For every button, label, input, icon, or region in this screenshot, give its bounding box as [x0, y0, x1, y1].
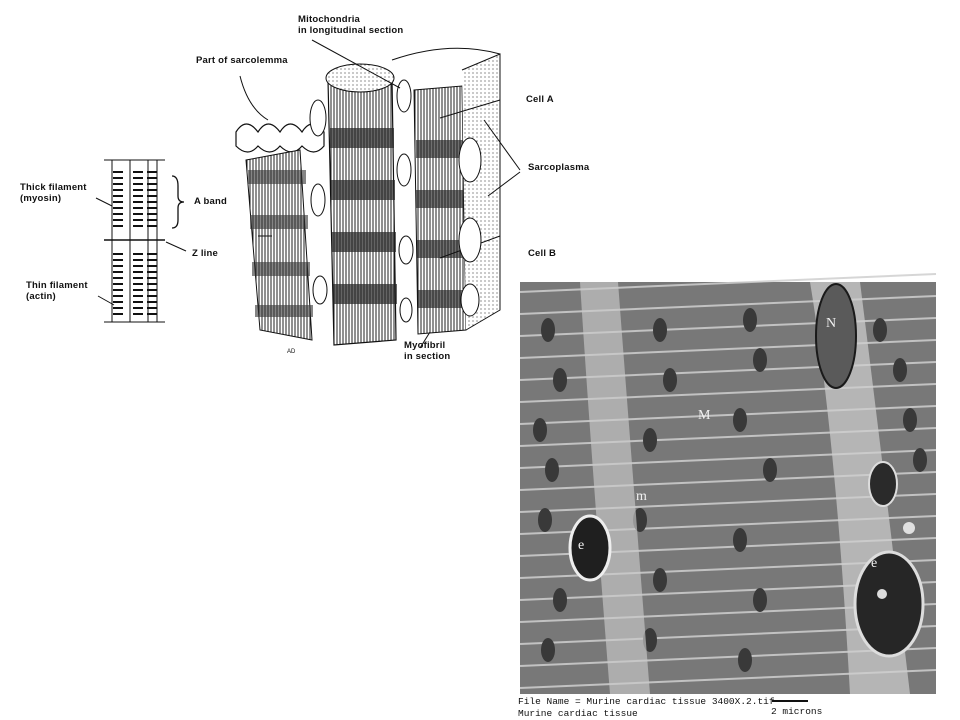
- label-cell-a: Cell A: [526, 94, 554, 105]
- label-z-line: Z line: [192, 248, 219, 259]
- label-cell-b: Cell B: [528, 248, 557, 259]
- label-thick-filament: Thick filament (myosin): [20, 182, 87, 204]
- label-myofibril-m: M: [698, 408, 711, 423]
- thick-filaments: [113, 171, 157, 227]
- myofibril-block: [235, 39, 521, 349]
- thick-filament-pointer: [95, 197, 113, 207]
- label-a-band: A band: [194, 196, 228, 207]
- label-sarcoplasma: Sarcoplasma: [528, 162, 590, 173]
- electron-micrograph: [519, 273, 937, 694]
- z-line-pointer: [165, 241, 187, 252]
- label-mitochondria: Mitochondria in longitudinal section: [298, 14, 404, 36]
- label-erythrocyte-right: e: [871, 556, 878, 571]
- micrograph-file-name: File Name = Murine cardiac tissue 3400X.…: [518, 696, 775, 707]
- label-sarcolemma: Part of sarcolemma: [196, 55, 288, 66]
- thin-filaments: [113, 253, 157, 315]
- label-nucleus: N: [826, 316, 837, 331]
- label-myofibril: Myofibril in section: [404, 340, 451, 362]
- thin-filament-pointer: [97, 295, 115, 306]
- label-mitochondrion-m: m: [636, 489, 647, 504]
- micrograph-title: Murine cardiac tissue: [518, 708, 638, 719]
- scale-bar-label: 2 microns: [771, 706, 823, 717]
- scale-bar: [772, 700, 808, 702]
- label-erythrocyte-left: e: [578, 538, 585, 553]
- a-band-bracket: [171, 175, 185, 229]
- artist-mark: AD: [287, 349, 296, 355]
- label-thin-filament: Thin filament (actin): [26, 280, 88, 302]
